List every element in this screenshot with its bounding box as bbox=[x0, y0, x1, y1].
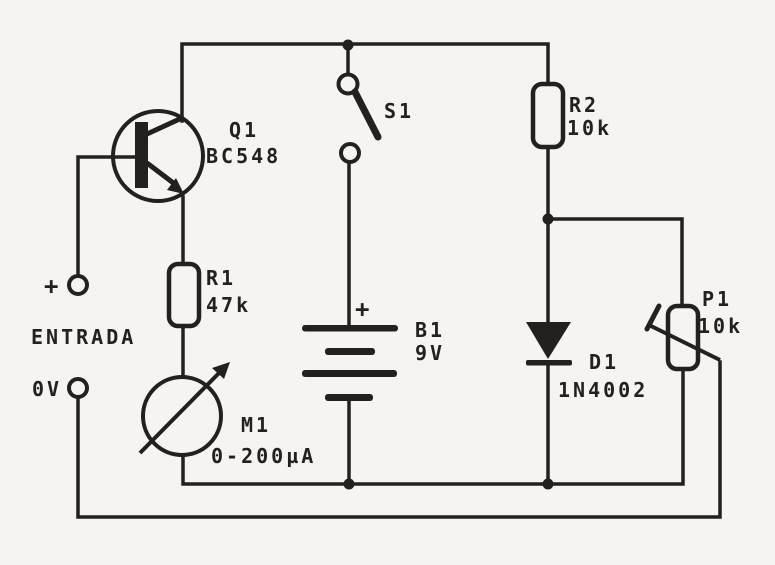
b1-polarity-mark: + bbox=[355, 295, 369, 323]
junction-dot bbox=[342, 39, 354, 51]
r1-value-label: 47k bbox=[206, 293, 251, 317]
transistor-q1 bbox=[111, 109, 205, 203]
resistor-r1 bbox=[166, 261, 202, 329]
diode-cathode-bar bbox=[526, 360, 572, 366]
input-label: ENTRADA bbox=[31, 325, 136, 349]
transistor-emitter-arrow bbox=[167, 178, 184, 194]
r1-ref-label: R1 bbox=[206, 266, 236, 290]
wire-base-input bbox=[76, 155, 138, 278]
input-terminal-positive bbox=[67, 274, 89, 296]
transistor-emitter-lead bbox=[145, 161, 178, 187]
potentiometer-wiper-line bbox=[648, 323, 721, 362]
potentiometer-p1 bbox=[644, 303, 721, 372]
transistor-body-circle bbox=[111, 109, 205, 203]
meter-needle bbox=[138, 369, 223, 455]
junction-dot bbox=[343, 478, 355, 490]
junction-dots bbox=[342, 39, 554, 490]
wires bbox=[76, 42, 722, 519]
diode-anode-triangle bbox=[526, 322, 571, 359]
m1-ref-label: M1 bbox=[241, 413, 271, 437]
wire-junction-to-p1 bbox=[546, 217, 684, 309]
meter-body-circle bbox=[141, 375, 223, 457]
battery-plate-short bbox=[325, 394, 373, 401]
potentiometer-body bbox=[665, 303, 701, 372]
d1-part-label: 1N4002 bbox=[558, 378, 648, 402]
b1-value-label: 9V bbox=[415, 341, 445, 365]
meter-m1 bbox=[138, 362, 230, 457]
wire-ground-rail-1 bbox=[181, 368, 685, 486]
q1-part-label: BC548 bbox=[206, 144, 281, 168]
transistor-collector-lead bbox=[145, 114, 186, 137]
junction-dot bbox=[542, 213, 554, 225]
resistor-body bbox=[166, 261, 202, 329]
meter-needle-arrow bbox=[212, 362, 230, 379]
battery-plate-long bbox=[302, 370, 397, 377]
q1-ref-label: Q1 bbox=[229, 118, 259, 142]
resistor-body bbox=[530, 81, 566, 150]
junction-dot bbox=[542, 478, 554, 490]
s1-ref-label: S1 bbox=[384, 99, 414, 123]
r2-ref-label: R2 bbox=[569, 93, 599, 117]
wire-top-rail bbox=[180, 42, 550, 123]
potentiometer-wiper-arrow bbox=[644, 303, 662, 332]
battery-plate-short bbox=[325, 348, 375, 355]
b1-ref-label: B1 bbox=[415, 318, 445, 342]
input-polarity-mark: + bbox=[44, 272, 58, 300]
m1-range-label: 0-200µA bbox=[211, 444, 316, 468]
switch-lever bbox=[351, 88, 382, 141]
resistor-r2 bbox=[530, 81, 566, 150]
switch-contact-top bbox=[336, 72, 360, 96]
battery-plate-long bbox=[302, 325, 398, 332]
p1-value-label: 10k bbox=[698, 314, 743, 338]
p1-ref-label: P1 bbox=[702, 287, 732, 311]
diode-d1 bbox=[526, 322, 572, 366]
input-terminal-0v bbox=[67, 377, 89, 399]
d1-ref-label: D1 bbox=[589, 350, 619, 374]
switch-s1 bbox=[336, 72, 382, 164]
ground-label: 0V bbox=[32, 377, 62, 401]
switch-contact-bottom bbox=[339, 142, 361, 164]
transistor-base-bar bbox=[135, 122, 148, 188]
wire-ground-rail-2 bbox=[76, 360, 722, 519]
battery-b1 bbox=[302, 325, 398, 401]
r2-value-label: 10k bbox=[567, 116, 612, 140]
